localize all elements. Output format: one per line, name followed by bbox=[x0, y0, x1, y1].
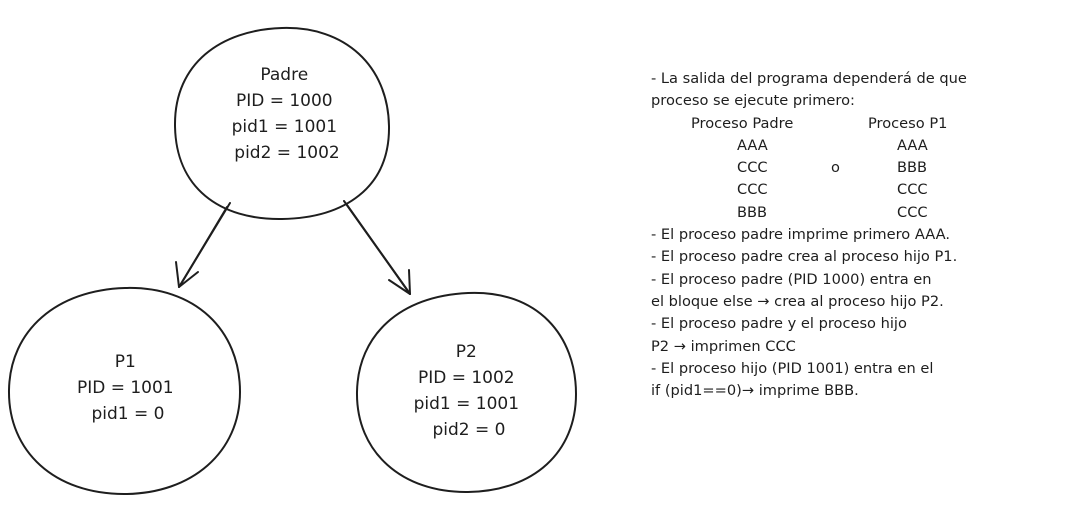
output-cell: AAA bbox=[897, 136, 928, 154]
note-line: P2 → imprimen CCC bbox=[651, 337, 796, 355]
note-line: el bloque else → crea al proceso hijo P2… bbox=[651, 292, 944, 310]
arrow-padre-to-p2 bbox=[343, 200, 411, 295]
output-table-header: Proceso Padre bbox=[691, 114, 794, 132]
node-padre-line: PID = 1000 bbox=[236, 91, 333, 111]
svg-text:Padre PID = 1000 p: Padre PID = 1000 pid1 = 1001 pid2 = 1002 bbox=[232, 65, 343, 163]
node-p1-circle bbox=[7, 286, 242, 496]
output-cell: BBB bbox=[737, 203, 768, 221]
output-table-row: AAA AAA bbox=[651, 135, 1071, 157]
explanation-notes: - La salida del programa dependerá de qu… bbox=[651, 68, 1071, 402]
output-table: Proceso Padre Proceso P1 AAA AAA CCC o B… bbox=[651, 113, 1071, 224]
node-p1-line: pid1 = 0 bbox=[92, 404, 165, 424]
output-cell: CCC bbox=[737, 181, 768, 199]
svg-text:P1 PID = 1001 pid1: P1 PID = 1001 pid1 = 0 bbox=[77, 352, 179, 424]
node-p2: P2 PID = 1002 pid1 = 1001 pid2 = 0 bbox=[355, 291, 578, 494]
output-cell: AAA bbox=[737, 136, 768, 154]
output-cell: CCC bbox=[897, 203, 928, 221]
note-line: - El proceso hijo (PID 1001) entra en el bbox=[651, 359, 934, 377]
output-cell: CCC bbox=[897, 181, 928, 199]
output-cell: BBB bbox=[897, 159, 928, 177]
svg-text:P2 PID = 1002 pid1: P2 PID = 1002 pid1 = 1001 pid2 = 0 bbox=[414, 342, 525, 440]
node-padre-line: Padre bbox=[260, 65, 308, 85]
arrow-line bbox=[180, 206, 228, 285]
note-line: proceso se ejecute primero: bbox=[651, 92, 855, 110]
output-table-header: Proceso P1 bbox=[868, 114, 948, 132]
node-p2-line: pid2 = 0 bbox=[433, 420, 506, 440]
note-line: - El proceso padre imprime primero AAA. bbox=[651, 226, 950, 244]
arrow-head bbox=[408, 269, 411, 295]
node-padre-circle bbox=[173, 26, 391, 221]
node-p1: P1 PID = 1001 pid1 = 0 bbox=[7, 286, 242, 496]
arrow-padre-to-p1 bbox=[175, 202, 231, 288]
output-cell: CCC bbox=[737, 159, 768, 177]
node-padre-line: pid2 = 1002 bbox=[234, 143, 339, 163]
node-p1-line: P1 bbox=[115, 352, 136, 372]
output-table-row: BBB CCC bbox=[651, 202, 1071, 224]
node-p1-line: PID = 1001 bbox=[77, 378, 174, 398]
note-line: if (pid1==0)→ imprime BBB. bbox=[651, 382, 859, 400]
note-line: - La salida del programa dependerá de qu… bbox=[651, 70, 967, 87]
node-p2-line: pid1 = 1001 bbox=[414, 394, 519, 414]
note-line: - El proceso padre crea al proceso hijo … bbox=[651, 248, 958, 266]
node-padre: Padre PID = 1000 pid1 = 1001 pid2 = 1002 bbox=[173, 26, 391, 221]
note-line: - El proceso padre (PID 1000) entra en bbox=[651, 270, 932, 288]
arrow-head bbox=[388, 279, 411, 295]
arrow-line bbox=[346, 204, 409, 292]
arrow-head bbox=[175, 261, 180, 288]
note-line: - El proceso padre y el proceso hijo bbox=[651, 315, 907, 333]
output-table-row: CCC CCC bbox=[651, 179, 1071, 201]
node-p2-line: P2 bbox=[456, 342, 477, 362]
node-p2-line: PID = 1002 bbox=[418, 368, 515, 388]
node-padre-line: pid1 = 1001 bbox=[232, 117, 337, 137]
output-separator: o bbox=[831, 159, 840, 177]
output-table-row: CCC o BBB bbox=[651, 157, 1071, 179]
arrow-head bbox=[178, 271, 199, 288]
node-p2-circle bbox=[355, 291, 578, 494]
